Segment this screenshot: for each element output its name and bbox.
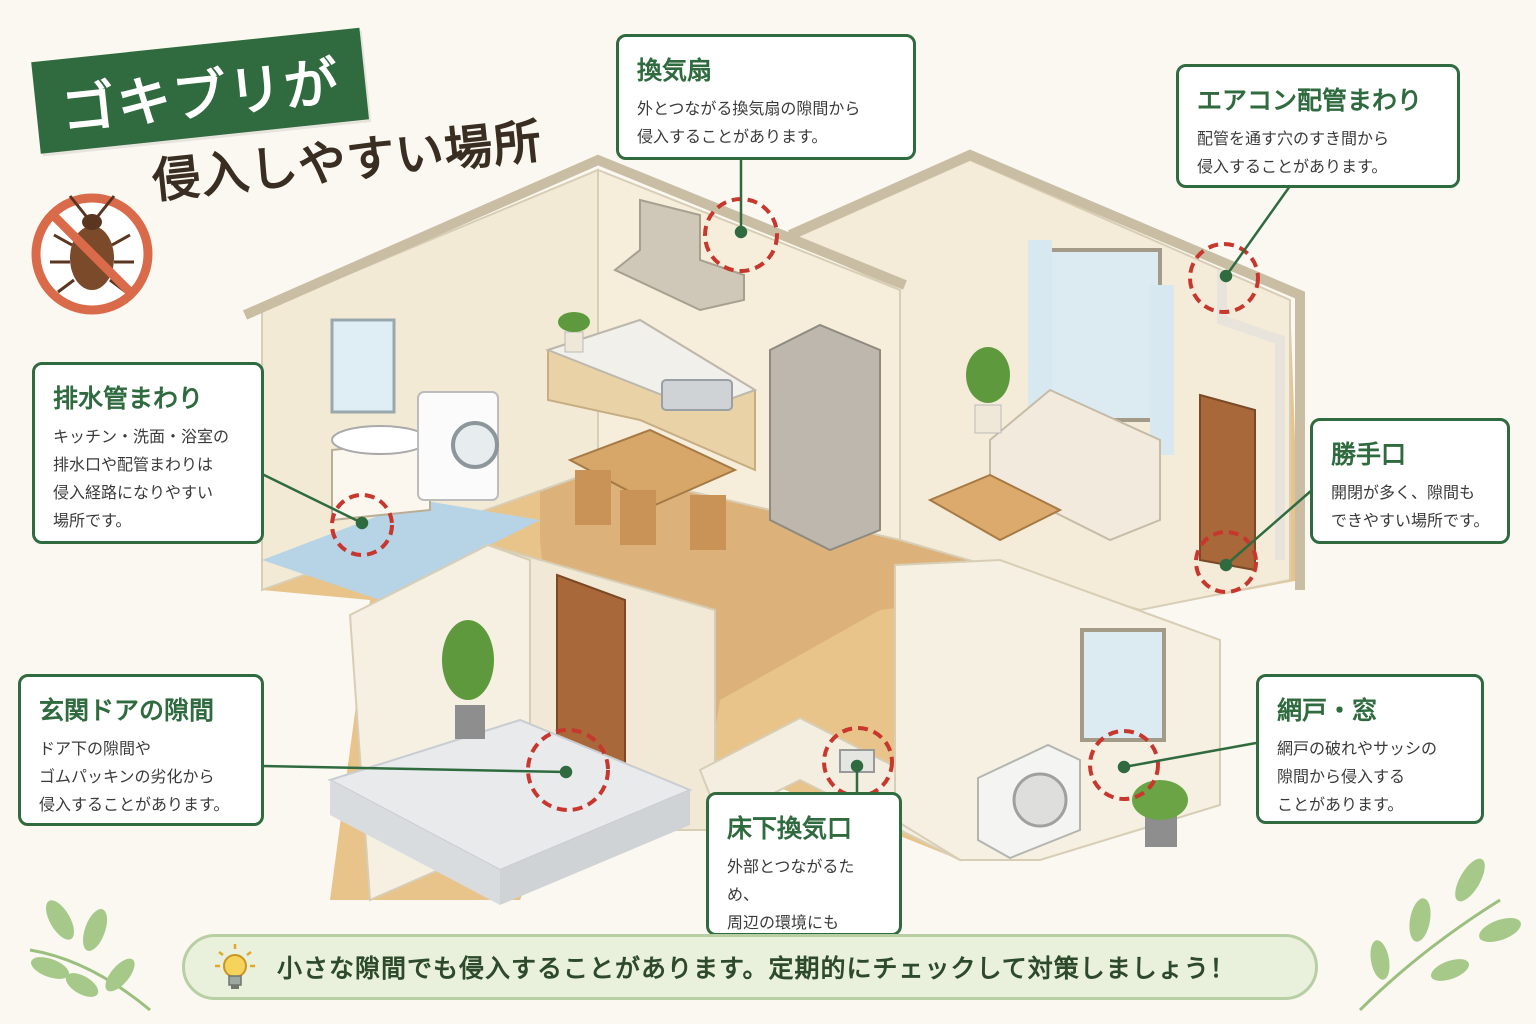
dining-chair: [690, 495, 726, 550]
dining-chair: [620, 490, 656, 545]
callout-heading: 排水管まわり: [53, 384, 204, 413]
coffee-table: [927, 473, 1063, 542]
leaf-branch-icon: [29, 900, 151, 1012]
callout-back-door: 勝手口 開閉が多く、隙間も できやすい場所です。: [1310, 418, 1510, 544]
entrance-tile-side: [500, 790, 690, 905]
callout-underfloor-vent: 床下換気口 外部とつながるため、 周辺の環境にも 注意が必要です。: [706, 792, 902, 960]
back-door: [1199, 393, 1256, 572]
callout-heading: 網戸・窓: [1277, 696, 1378, 725]
dining-chair: [575, 470, 611, 525]
callout-heading: 勝手口: [1331, 440, 1407, 469]
callout-body: 配管を通す穴のすき間から 侵入することがあります。: [1197, 129, 1390, 176]
plant-icon: [558, 312, 590, 353]
callout-ventilation-fan: 換気扇 外とつながる換気扇の隙間から 侵入することがあります。: [616, 34, 916, 160]
callout-screen-window: 網戸・窓 網戸の破れやサッシの 隙間から侵入する ことがあります。: [1256, 674, 1484, 824]
banner-text: 小さな隙間でも侵入することがあります。定期的にチェックして対策しましょう！: [277, 954, 1236, 983]
callout-body: ドア下の隙間や ゴムパッキンの劣化から 侵入することがあります。: [39, 739, 230, 814]
marker-aircon: [1188, 242, 1260, 314]
front-window: [1080, 628, 1166, 742]
callout-heading: エアコン配管まわり: [1197, 86, 1423, 115]
plant-icon: [442, 620, 494, 739]
callout-drain-pipe: 排水管まわり キッチン・洗面・浴室の 排水口や配管まわりは 侵入経路になりやすい…: [32, 362, 264, 544]
callout-entrance-door: 玄関ドアの隙間 ドア下の隙間や ゴムパッキンの劣化から 侵入することがあります。: [18, 674, 264, 826]
callout-body: 網戸の破れやサッシの 隙間から侵入する ことがあります。: [1277, 739, 1438, 814]
aircon-pipe: [1217, 270, 1285, 560]
kitchen-sink: [661, 379, 733, 411]
wall-trim: [242, 154, 907, 320]
marker-entrance: [526, 728, 610, 812]
curtain-right: [1150, 285, 1174, 455]
callout-heading: 玄関ドアの隙間: [39, 696, 215, 725]
no-cockroach-icon: [31, 193, 153, 315]
marker-window: [1088, 729, 1160, 801]
vanity-mirror: [330, 318, 396, 414]
marker-drain: [330, 493, 394, 557]
leaf-branch-icon: [1358, 858, 1521, 1012]
entrance-tile-front: [330, 780, 500, 905]
leader-lines: [261, 158, 1313, 793]
marker-back-door: [1194, 530, 1258, 594]
callout-body: 開閉が多く、隙間も できやすい場所です。: [1331, 483, 1490, 530]
ac-fan: [1012, 772, 1068, 828]
vanity-basin: [331, 425, 429, 455]
range-hood: [613, 198, 745, 312]
callout-heading: 床下換気口: [727, 814, 853, 843]
living-window: [1048, 248, 1162, 422]
lightbulb-icon: [215, 944, 255, 989]
callout-aircon-piping: エアコン配管まわり 配管を通す穴のすき間から 侵入することがあります。: [1176, 64, 1460, 188]
washing-drum: [451, 421, 499, 469]
wall-trim-right: [787, 149, 1305, 590]
plant-icon: [966, 347, 1010, 434]
callout-heading: 換気扇: [637, 56, 713, 85]
plant-icon: [1132, 780, 1188, 847]
callout-body: キッチン・洗面・浴室の 排水口や配管まわりは 侵入経路になりやすい 場所です。: [53, 427, 230, 530]
callout-body: 外とつながる換気扇の隙間から 侵入することがあります。: [637, 99, 861, 146]
tip-banner: 小さな隙間でも侵入することがあります。定期的にチェックして対策しましょう！: [182, 934, 1318, 1000]
refrigerator: [769, 323, 881, 552]
bathroom-floor: [262, 500, 540, 600]
